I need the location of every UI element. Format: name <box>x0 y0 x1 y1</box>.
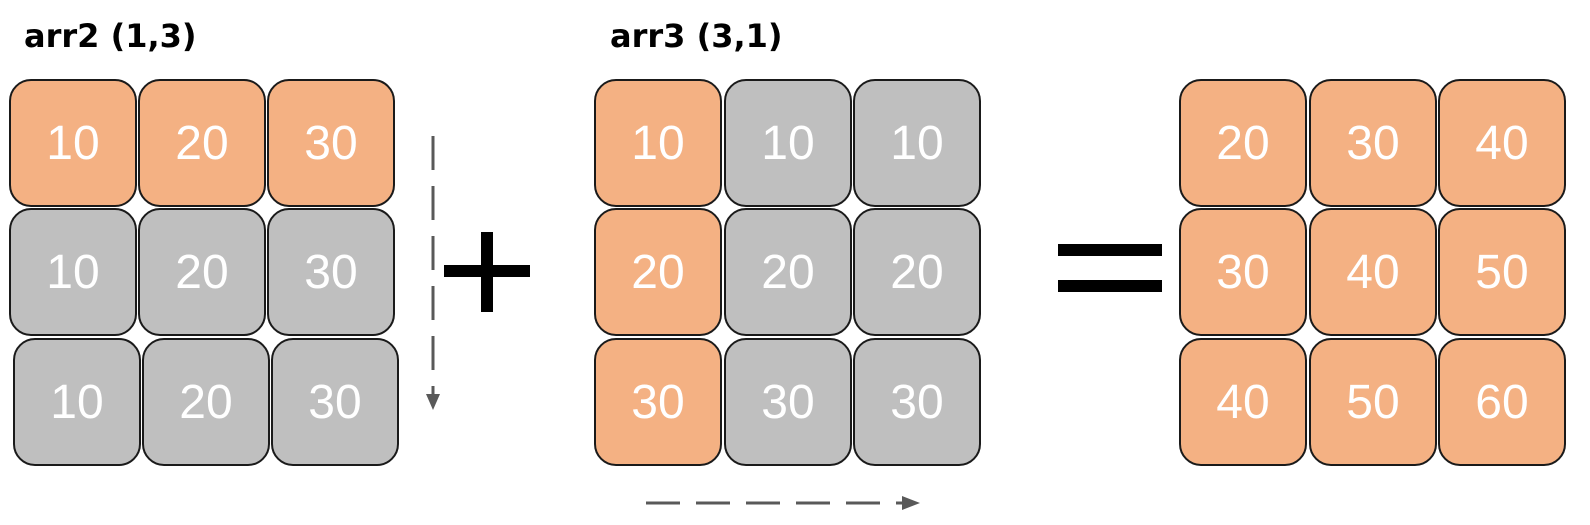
arr2-cell-broadcast: 20 <box>138 208 266 336</box>
arr3-cell-broadcast: 10 <box>724 79 852 207</box>
result-cell: 50 <box>1438 208 1566 336</box>
result-cell: 40 <box>1438 79 1566 207</box>
broadcast-down-arrow-icon <box>426 136 440 410</box>
arr3-cell-broadcast: 30 <box>853 338 981 466</box>
arr3-cell: 30 <box>594 338 722 466</box>
arr3-cell-broadcast: 10 <box>853 79 981 207</box>
arr3-cell-broadcast: 20 <box>853 208 981 336</box>
arr3-cell: 10 <box>594 79 722 207</box>
result-cell: 40 <box>1309 208 1437 336</box>
arr2-cell-broadcast: 10 <box>13 338 141 466</box>
arr2-cell: 30 <box>267 79 395 207</box>
arr2-cell-broadcast: 30 <box>267 208 395 336</box>
plus-sign-icon <box>444 232 530 312</box>
arr3-cell: 20 <box>594 208 722 336</box>
arr2-cell: 20 <box>138 79 266 207</box>
equals-sign-icon <box>1058 244 1162 292</box>
arr3-cell-broadcast: 20 <box>724 208 852 336</box>
result-cell: 30 <box>1179 208 1307 336</box>
result-cell: 30 <box>1309 79 1437 207</box>
broadcast-right-arrow-icon <box>646 496 920 510</box>
arr2-title: arr2 (1,3) <box>24 17 197 55</box>
arr2-cell-broadcast: 20 <box>142 338 270 466</box>
result-cell: 20 <box>1179 79 1307 207</box>
arr3-cell-broadcast: 30 <box>724 338 852 466</box>
arr3-title: arr3 (3,1) <box>610 17 783 55</box>
arr2-cell: 10 <box>9 79 137 207</box>
arr2-cell-broadcast: 30 <box>271 338 399 466</box>
arr2-cell-broadcast: 10 <box>9 208 137 336</box>
result-cell: 50 <box>1309 338 1437 466</box>
result-cell: 40 <box>1179 338 1307 466</box>
result-cell: 60 <box>1438 338 1566 466</box>
